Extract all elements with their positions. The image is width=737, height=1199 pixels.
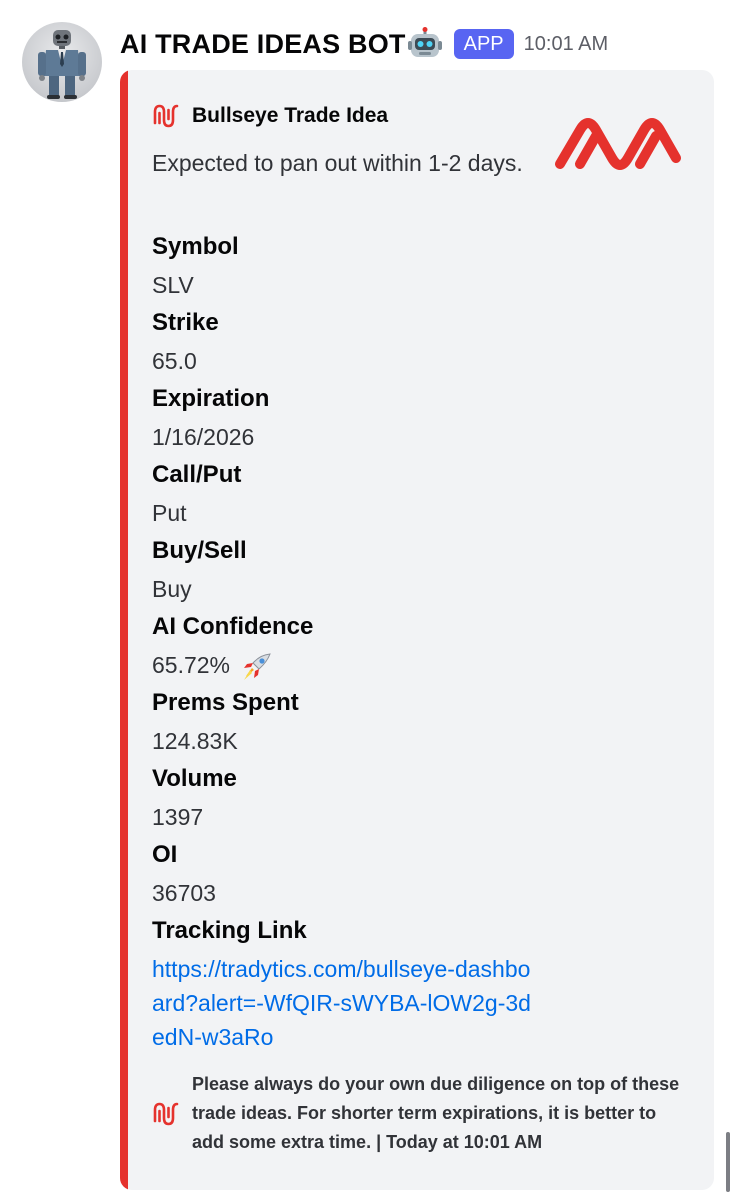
field-name-buy-sell: Buy/Sell — [152, 537, 247, 564]
field-name-symbol: Symbol — [152, 233, 239, 260]
field-value-prems-spent: 124.83K — [152, 728, 238, 754]
field-value-ai-confidence-row: 65.72% — [152, 646, 692, 684]
field-name-volume: Volume — [152, 765, 237, 792]
bot-avatar[interactable] — [22, 22, 102, 102]
embed-footer-text: Please always do your own due diligence … — [192, 1074, 680, 1152]
message-header: AI TRADE IDEAS BOT APP 10:01 AM — [120, 24, 608, 64]
bullseye-thumbnail-icon[interactable] — [550, 108, 686, 178]
field-value-ai-confidence: 65.72% — [152, 652, 231, 678]
field-value-expiration: 1/16/2026 — [152, 424, 255, 450]
rocket-icon — [244, 653, 272, 680]
field-name-prems-spent: Prems Spent — [152, 689, 299, 716]
app-badge: APP — [453, 29, 514, 59]
robot-face-icon — [407, 27, 442, 57]
bullseye-logo-icon — [153, 104, 179, 128]
field-value-oi: 36703 — [152, 880, 216, 906]
field-name-call-put: Call/Put — [152, 461, 242, 488]
field-value-call-put: Put — [152, 500, 187, 526]
field-value-strike: 65.0 — [152, 348, 197, 374]
robot-suit-avatar-icon — [38, 30, 86, 99]
bullseye-logo-icon — [153, 1102, 179, 1125]
embed-accent-bar — [120, 70, 128, 1190]
embed-author-name: Bullseye Trade Idea — [192, 104, 389, 127]
field-name-strike: Strike — [152, 309, 219, 336]
scrollbar[interactable] — [726, 1132, 730, 1192]
embed-description: Expected to pan out within 1-2 days. — [152, 150, 523, 176]
field-value-symbol: SLV — [152, 272, 194, 298]
field-value-buy-sell: Buy — [152, 576, 192, 602]
field-name-expiration: Expiration — [152, 385, 270, 412]
tracking-link[interactable]: https://tradytics.com/bullseye-dashboard… — [152, 956, 531, 1050]
embed-card: Bullseye Trade Idea Expected to pan out … — [120, 70, 714, 1190]
field-name-oi: OI — [152, 841, 178, 868]
bot-name[interactable]: AI TRADE IDEAS BOT — [120, 28, 406, 59]
embed-fields: Symbol SLV Strike 65.0 Expiration 1/16/2… — [152, 228, 692, 1054]
message-timestamp[interactable]: 10:01 AM — [523, 32, 609, 55]
field-name-tracking-link: Tracking Link — [152, 917, 307, 944]
embed-footer: Please always do your own due diligence … — [152, 1070, 692, 1157]
field-name-ai-confidence: AI Confidence — [152, 613, 314, 640]
embed-author: Bullseye Trade Idea — [152, 102, 388, 130]
field-value-volume: 1397 — [152, 804, 204, 830]
